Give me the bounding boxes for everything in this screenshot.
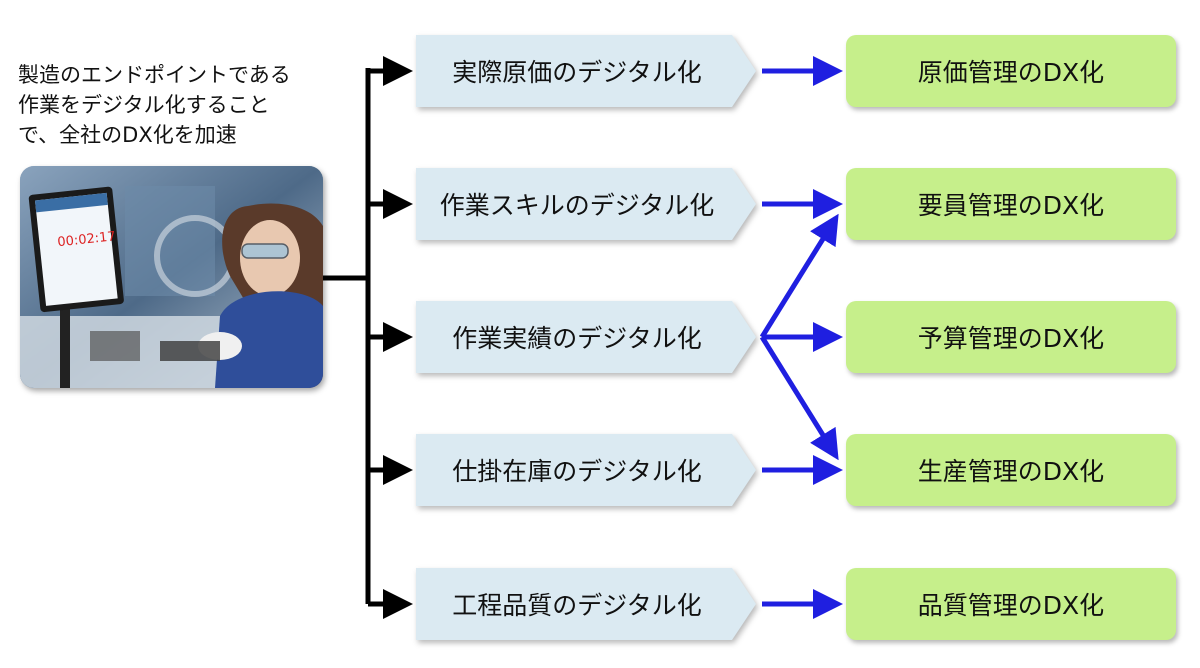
photo-illustration: 00:02:17 bbox=[20, 166, 323, 388]
intro-line-3: で、全社のDX化を加速 bbox=[18, 123, 237, 147]
digitization-skill-label: 作業スキルのデジタル化 bbox=[439, 191, 715, 220]
dx-budget-management: 予算管理のDX化 bbox=[846, 301, 1176, 373]
intro-text: 製造のエンドポイントである 作業をデジタル化すること で、全社のDX化を加速 bbox=[18, 60, 328, 150]
dx-staff-management: 要員管理のDX化 bbox=[846, 168, 1176, 240]
factory-worker-photo: 00:02:17 bbox=[20, 166, 323, 388]
dx-quality-management: 品質管理のDX化 bbox=[846, 568, 1176, 640]
digitization-cost: 実際原価のデジタル化 bbox=[416, 35, 758, 107]
arrow-result-to-production-dx bbox=[759, 335, 839, 461]
digitization-quality: 工程品質のデジタル化 bbox=[416, 568, 758, 640]
digitization-skill: 作業スキルのデジタル化 bbox=[416, 168, 758, 240]
digitization-result-label: 作業実績のデジタル化 bbox=[452, 324, 702, 353]
intro-line-1: 製造のエンドポイントである bbox=[18, 63, 291, 87]
arrow-result-to-staff-dx bbox=[759, 213, 839, 339]
timer-display: 00:02:17 bbox=[57, 229, 117, 250]
intro-line-2: 作業をデジタル化すること bbox=[18, 93, 270, 117]
dx-cost-management: 原価管理のDX化 bbox=[846, 35, 1176, 107]
digitization-quality-label: 工程品質のデジタル化 bbox=[452, 591, 702, 620]
digitization-wip-label: 仕掛在庫のデジタル化 bbox=[452, 457, 702, 486]
dx-production-management: 生産管理のDX化 bbox=[846, 434, 1176, 506]
digitization-cost-label: 実際原価のデジタル化 bbox=[452, 58, 702, 87]
digitization-wip: 仕掛在庫のデジタル化 bbox=[416, 434, 758, 506]
digitization-result: 作業実績のデジタル化 bbox=[416, 301, 758, 373]
